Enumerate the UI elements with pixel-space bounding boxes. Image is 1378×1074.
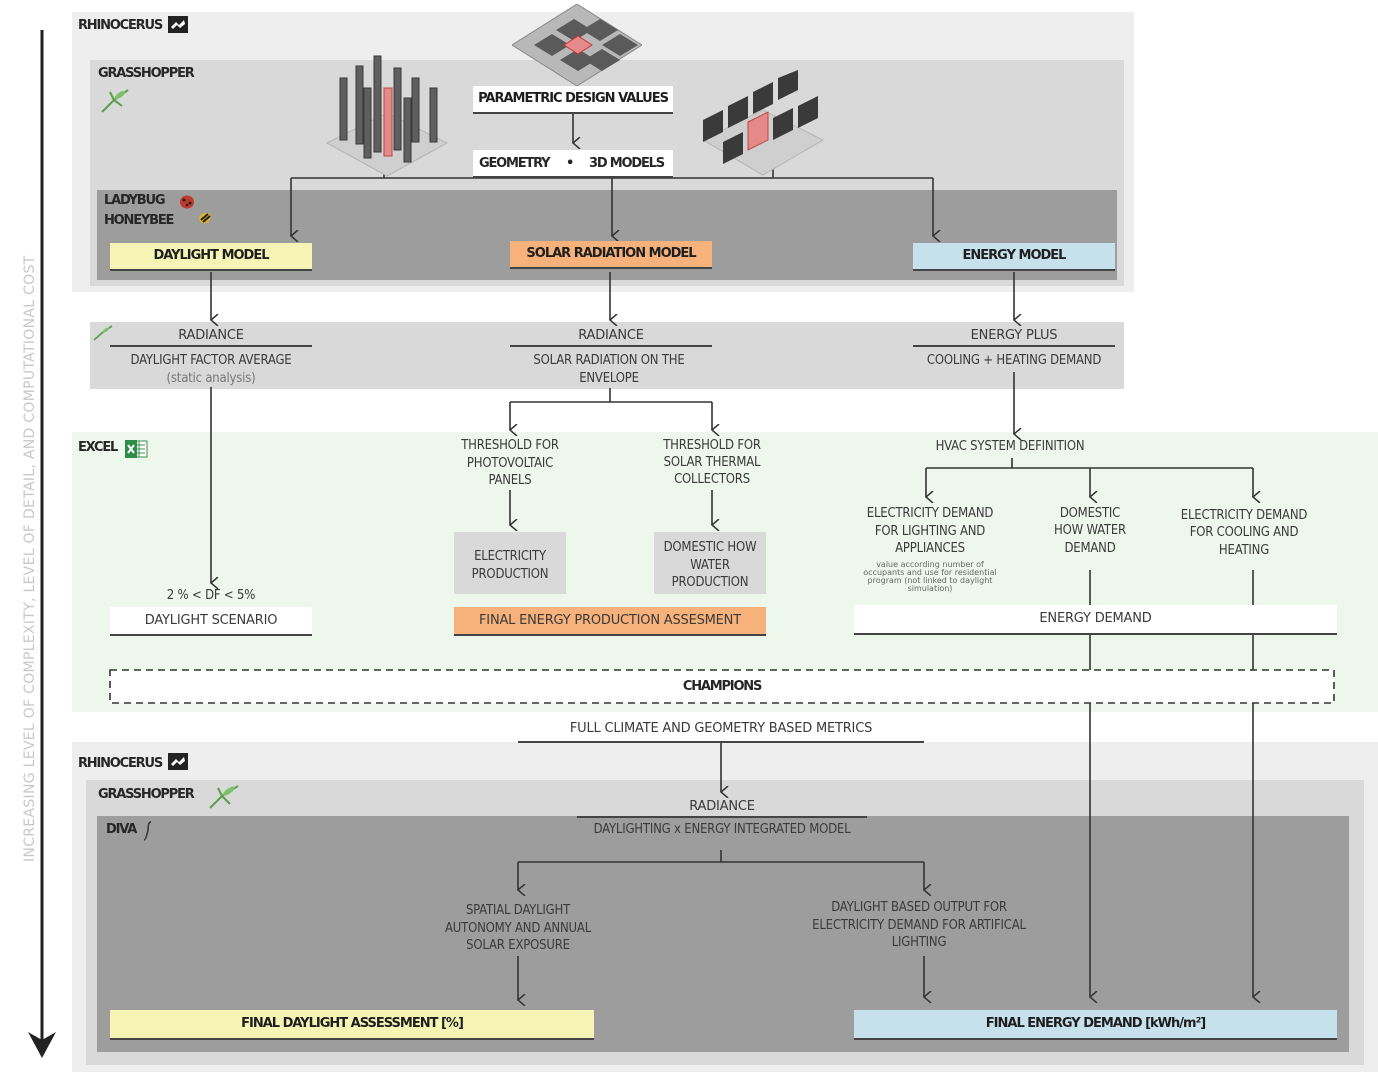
elec-cooling-line2: FOR COOLING AND (1189, 525, 1299, 540)
bottom-rhino-label: RHINOCERUS (78, 756, 163, 771)
final-daylight-assessment-box: FINAL DAYLIGHT ASSESSMENT [%] (110, 1010, 594, 1040)
grid-block-illustration (512, 4, 642, 86)
energy-demand-box: ENERGY DEMAND (854, 605, 1337, 635)
sda-line2: AUTONOMY AND ANNUAL (444, 921, 592, 936)
static-analysis-note: (static analysis) (166, 371, 256, 386)
top-rhino-label: RHINOCERUS (78, 18, 163, 33)
ladybug-label: LADYBUG (104, 193, 166, 208)
pv-threshold-line2: PHOTOVOLTAIC (466, 456, 554, 471)
radiance-grasshopper-icon (92, 324, 114, 342)
final-energy-demand-box: FINAL ENERGY DEMAND [kWh/m²] (854, 1010, 1337, 1040)
dhw-production-box (654, 532, 766, 594)
daylight-output-line1: DAYLIGHT BASED OUTPUT FOR (831, 900, 1007, 915)
st-threshold-line3: COLLECTORS (674, 472, 750, 487)
df-range: 2 % < DF < 5% (166, 588, 256, 603)
dhw-demand-line3: DEMAND (1064, 541, 1116, 556)
elec-lighting-line3: APPLIANCES (895, 541, 965, 556)
sda-line1: SPATIAL DAYLIGHT (465, 903, 571, 918)
rhino-icon (168, 16, 188, 33)
elec-lighting-line2: FOR LIGHTING AND (874, 524, 986, 539)
daylight-model-box: DAYLIGHT MODEL (110, 243, 312, 271)
honeybee-icon (197, 210, 213, 225)
parametric-design-values: PARAMETRIC DESIGN VALUES (473, 86, 673, 114)
full-climate-metrics: FULL CLIMATE AND GEOMETRY BASED METRICS (518, 717, 924, 743)
elec-cooling-line1: ELECTRICITY DEMAND (1180, 508, 1308, 523)
diva-icon (142, 820, 154, 842)
grasshopper-icon (100, 86, 132, 114)
elec-lighting-line1: ELECTRICITY DEMAND (866, 506, 994, 521)
top-grasshopper-label: GRASSHOPPER (98, 66, 195, 81)
st-threshold-line2: SOLAR THERMAL (663, 455, 761, 470)
integrated-model-label: DAYLIGHTING x ENERGY INTEGRATED MODEL (593, 822, 851, 837)
daylight-scenario-box: DAYLIGHT SCENARIO (110, 607, 312, 636)
slab-rows-illustration (698, 70, 828, 180)
radiance-daylight-label: RADIANCE (110, 327, 312, 347)
champions-label: CHAMPIONS (682, 679, 762, 694)
hvac-system-definition: HVAC SYSTEM DEFINITION (935, 439, 1085, 454)
tower-cluster-illustration (322, 48, 452, 178)
solar-radiation-envelope-line1: SOLAR RADIATION ON THE (533, 353, 685, 368)
electricity-production-line2: PRODUCTION (471, 567, 549, 582)
bottom-radiance-label: RADIANCE (577, 798, 867, 818)
elec-note-line1: value according number of (876, 560, 984, 569)
final-energy-production-box: FINAL ENERGY PRODUCTION ASSESMENT (454, 607, 766, 636)
bottom-grasshopper-label: GRASSHOPPER (98, 787, 195, 802)
bottom-grasshopper-icon (208, 782, 242, 810)
cooling-heating-demand: COOLING + HEATING DEMAND (926, 353, 1102, 368)
elec-note-line4: simulation) (907, 584, 953, 593)
solar-radiation-model-box: SOLAR RADIATION MODEL (510, 241, 712, 269)
daylight-factor-average: DAYLIGHT FACTOR AVERAGE (130, 353, 292, 368)
dhw-production-line3: PRODUCTION (671, 575, 749, 590)
electricity-production-box (454, 532, 566, 594)
analysis-panel (90, 322, 1124, 389)
st-threshold-line1: THRESHOLD FOR (663, 438, 761, 453)
dhw-demand-line2: HOW WATER (1054, 523, 1126, 538)
geometry-label: GEOMETRY (479, 156, 551, 171)
side-axis-label: INCREASING LEVEL OF COMPLEXITY, LEVEL OF… (22, 255, 38, 862)
elec-note-line2: occupants and use for residential (863, 568, 997, 577)
solar-radiation-envelope-line2: ENVELOPE (579, 371, 639, 386)
energy-model-box: ENERGY MODEL (913, 243, 1115, 271)
dhw-demand-line1: DOMESTIC (1059, 506, 1121, 521)
diva-label: DIVA (106, 822, 137, 837)
excel-label: EXCEL (78, 440, 118, 455)
dhw-production-line1: DOMESTIC HOW (663, 540, 757, 555)
champions-box (109, 669, 1335, 704)
dhw-production-line2: WATER (690, 558, 730, 573)
energy-plus-label: ENERGY PLUS (913, 327, 1115, 347)
electricity-production-line1: ELECTRICITY (474, 549, 546, 564)
daylight-output-line2: ELECTRICITY DEMAND FOR ARTIFICAL (812, 918, 1026, 933)
sda-line3: SOLAR EXPOSURE (466, 938, 570, 953)
bottom-rhino-icon (168, 753, 188, 770)
pv-threshold-line3: PANELS (488, 473, 532, 488)
elec-cooling-line3: HEATING (1218, 543, 1270, 558)
daylight-output-line3: LIGHTING (891, 935, 947, 950)
geometry-bullet: • (566, 156, 574, 171)
pv-threshold-line1: THRESHOLD FOR (461, 438, 559, 453)
elec-note-line3: program (not linked to daylight (867, 576, 993, 585)
honeybee-label: HONEYBEE (104, 213, 174, 228)
3d-models-label: 3D MODELS (589, 156, 665, 171)
radiance-solar-label: RADIANCE (510, 327, 712, 347)
ladybug-icon (179, 194, 195, 209)
excel-icon (124, 439, 148, 459)
geometry-box (473, 150, 673, 178)
